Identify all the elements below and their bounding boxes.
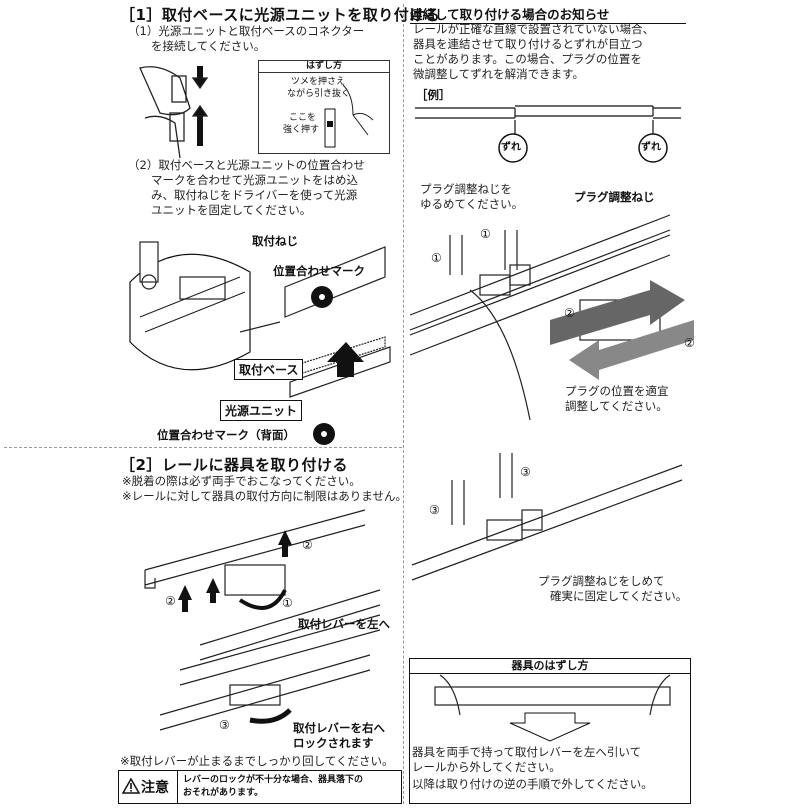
tighten-line2: 確実に固定してください。 bbox=[550, 589, 688, 603]
gap-label-1: ずれ bbox=[501, 142, 521, 153]
tighten-line1: プラグ調整ねじをしめて bbox=[538, 574, 665, 588]
notice-body-line2: 器具を連結させて取り付けるとずれが目立つ bbox=[413, 37, 643, 51]
section1-step2-line4: ユニットを固定してください。 bbox=[128, 203, 312, 217]
section2-note2: ※レールに対して器具の取付方向に制限はありません。 bbox=[122, 489, 407, 503]
adjust-line1: プラグの位置を適宜 bbox=[565, 384, 669, 398]
section1-heading: ［1］取付ベースに光源ユニットを取り付ける bbox=[120, 6, 441, 24]
notice-body-line4: 微調整してずれを解消できます。 bbox=[413, 67, 585, 81]
caution-title: 注意 bbox=[141, 780, 169, 796]
marker-3-b: ③ bbox=[429, 503, 440, 517]
marker-3-a: ③ bbox=[520, 465, 531, 479]
horizontal-divider bbox=[4, 447, 402, 448]
label-lever-right1: 取付レバーを右へ bbox=[293, 721, 385, 735]
tighten-illustration bbox=[411, 453, 683, 581]
section2-heading: ［2］レールに器具を取り付ける bbox=[120, 456, 348, 474]
label-mounting-base: 取付ベース bbox=[234, 359, 304, 380]
marker-1-a: ① bbox=[431, 251, 442, 265]
marker-2-a: ② bbox=[165, 594, 176, 608]
warning-icon bbox=[121, 777, 141, 794]
caution-label-area: 注意 bbox=[119, 771, 178, 803]
connector-illustration bbox=[139, 66, 209, 159]
removal-heading: 器具のはずし方 bbox=[410, 659, 690, 674]
removal-body-line1: 器具を両手で持って取付レバーを左へ引いて bbox=[412, 745, 642, 759]
caution-box: 注意 レバーのロックが不十分な場合、器具落下の おそれがあります。 bbox=[118, 770, 402, 804]
notice-body-line3: ことがあります。この場合、プラグの位置を bbox=[413, 52, 642, 66]
marker-2-d: ② bbox=[684, 336, 695, 350]
removal-illustration bbox=[434, 674, 671, 742]
label-lever-right2: ロックされます bbox=[293, 736, 374, 750]
remove-method-box: はずし方 ツメを押さえ ながら引き抜く ここを 強く押す bbox=[258, 60, 390, 154]
remove-line2: ながら引き抜く bbox=[287, 89, 351, 99]
label-alignment-mark: 位置合わせマーク bbox=[273, 264, 365, 278]
label-mounting-screw: 取付ねじ bbox=[252, 234, 298, 248]
remove-line4: 強く押す bbox=[283, 125, 320, 135]
rail-offset-illustration bbox=[415, 105, 681, 163]
marker-2-c: ② bbox=[564, 306, 575, 320]
example-label: ［例］ bbox=[416, 88, 451, 102]
gap-label-2: ずれ bbox=[641, 142, 661, 153]
loosen-line2: ゆるめてください。 bbox=[420, 197, 524, 211]
remove-line1: ツメを押さえ bbox=[291, 77, 346, 87]
notice-heading: 連結して取り付ける場合のお知らせ bbox=[410, 4, 686, 24]
section2-note3: ※取付レバーが止まるまでしっかり回してください。 bbox=[120, 754, 394, 768]
vertical-divider bbox=[403, 4, 404, 804]
rail-mount-illustration bbox=[144, 509, 381, 731]
removal-body-line3: 以降は取り付けの逆の手順で外してください。 bbox=[412, 777, 653, 791]
loosen-line1: プラグ調整ねじを bbox=[420, 182, 512, 196]
label-light-unit: 光源ユニット bbox=[220, 400, 303, 421]
marker-2-b: ② bbox=[302, 538, 313, 552]
section1-step2-line3: み、取付ねじをドライバーを使って光源 bbox=[128, 188, 358, 202]
notice-body-line1: レールが正確な直線で設置されていない場合、 bbox=[413, 22, 655, 36]
caution-text-line1: レバーのロックが不十分な場合、器具落下の bbox=[183, 775, 364, 785]
adjust-line2: 調整してください。 bbox=[565, 399, 668, 413]
plug-adjust-illustration bbox=[409, 214, 694, 421]
base-unit-illustration bbox=[129, 241, 391, 445]
section2-note1: ※脱着の際は必ず両手でおこなってください。 bbox=[122, 474, 361, 488]
plug-screw-label: プラグ調整ねじ bbox=[574, 190, 655, 204]
section1-step1-line2: を接続してください。 bbox=[128, 39, 266, 53]
removal-body-line2: レールから外してください。 bbox=[412, 760, 561, 774]
caution-text-line2: おそれがあります。 bbox=[183, 788, 264, 798]
section1-step2-line1: （2）取付ベースと光源ユニットの位置合わせ bbox=[128, 158, 365, 172]
marker-3: ③ bbox=[219, 718, 230, 732]
label-lever-left: 取付レバーを左へ bbox=[298, 617, 390, 631]
removal-box: 器具のはずし方 器具を両手で持って取付レバーを左へ引いて レールから外してくださ… bbox=[409, 658, 691, 804]
label-alignment-mark-back: 位置合わせマーク（背面） bbox=[157, 428, 295, 442]
remove-method-title: はずし方 bbox=[259, 61, 389, 73]
section1-step2-line2: マークを合わせて光源ユニットをはめ込 bbox=[128, 173, 358, 187]
marker-1: ① bbox=[282, 596, 293, 610]
section1-step1-line1: （1）光源ユニットと取付ベースのコネクター bbox=[128, 24, 365, 38]
remove-line3: ここを bbox=[289, 113, 317, 123]
marker-1-b: ① bbox=[480, 227, 491, 241]
connector-detail-icon bbox=[324, 84, 374, 148]
